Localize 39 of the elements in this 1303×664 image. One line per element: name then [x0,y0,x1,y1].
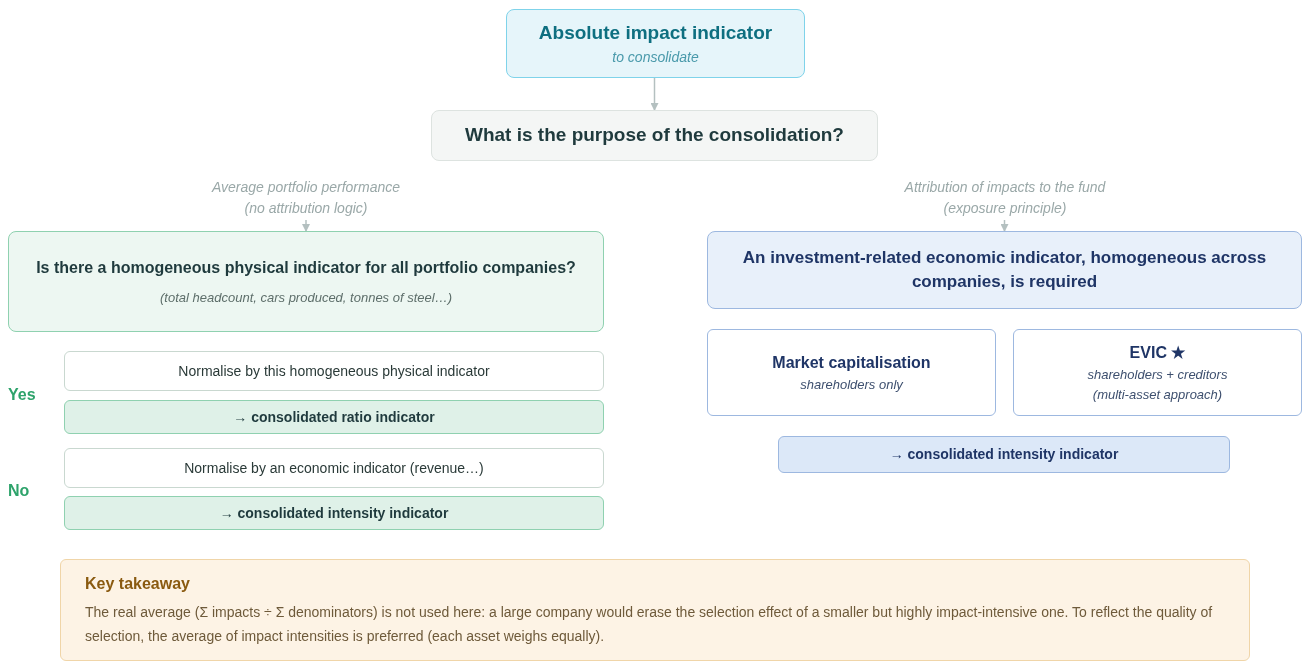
decision-box [431,110,878,161]
option-box [1013,329,1302,416]
step-box [64,448,604,488]
box-title: Market capitalisation [772,352,931,373]
box-title: EVIC ★ [1129,343,1186,363]
result-box [778,436,1230,473]
result-box [64,496,604,530]
box-subtitle: (total headcount, cars produced, tonnes of steel…) [160,288,452,307]
answer-label: Yes [8,385,36,405]
box-title: Is there a homogeneous physical indicator for all portfolio companies? [36,257,576,278]
start-box [506,9,805,78]
box-subtitle: shareholders only [800,375,903,394]
note-heading: Key takeaway [85,574,190,594]
note-box [60,559,1250,661]
result-box [64,400,604,434]
branch-text: (no attribution logic) [244,199,368,218]
branch-text: (exposure principle) [943,199,1067,218]
box-title: → consolidated ratio indicator [233,407,435,427]
option-box [707,329,996,416]
step-box [64,351,604,391]
box-title: Absolute impact indicator [538,20,773,45]
answer-label: No [8,481,30,501]
arrow [650,77,659,111]
box-title: Normalise by this homogeneous physical indicator [178,361,490,381]
arrow [302,219,310,232]
arrow [1000,219,1009,232]
box-title: An investment-related economic indicator, homogeneous across companies, is required [741,247,1268,293]
box-title: What is the purpose of the consolidation? [465,123,844,148]
box-subtitle: (multi-asset approach) [1092,385,1223,404]
branch-text: Attribution of impacts to the fund [904,178,1106,197]
box-title: → consolidated intensity indicator [889,445,1119,464]
box-title: → consolidated intensity indicator [219,503,449,523]
question-box [8,231,604,332]
requirement-box [707,231,1302,309]
box-subtitle: to consolidate [612,48,699,68]
box-title: Normalise by an economic indicator (revenue…) [184,458,484,478]
branch-text: Average portfolio performance [211,178,401,197]
note-text: The real average (Σ impacts ÷ Σ denominators) is not used here: a large company would erase the selection effect of a smaller but highly impact-intensive one. To reflect the quality of selection, the average of impact intensities is preferred (each asset weighs equally). [85,603,1214,646]
box-subtitle: shareholders + creditors [1087,366,1228,384]
